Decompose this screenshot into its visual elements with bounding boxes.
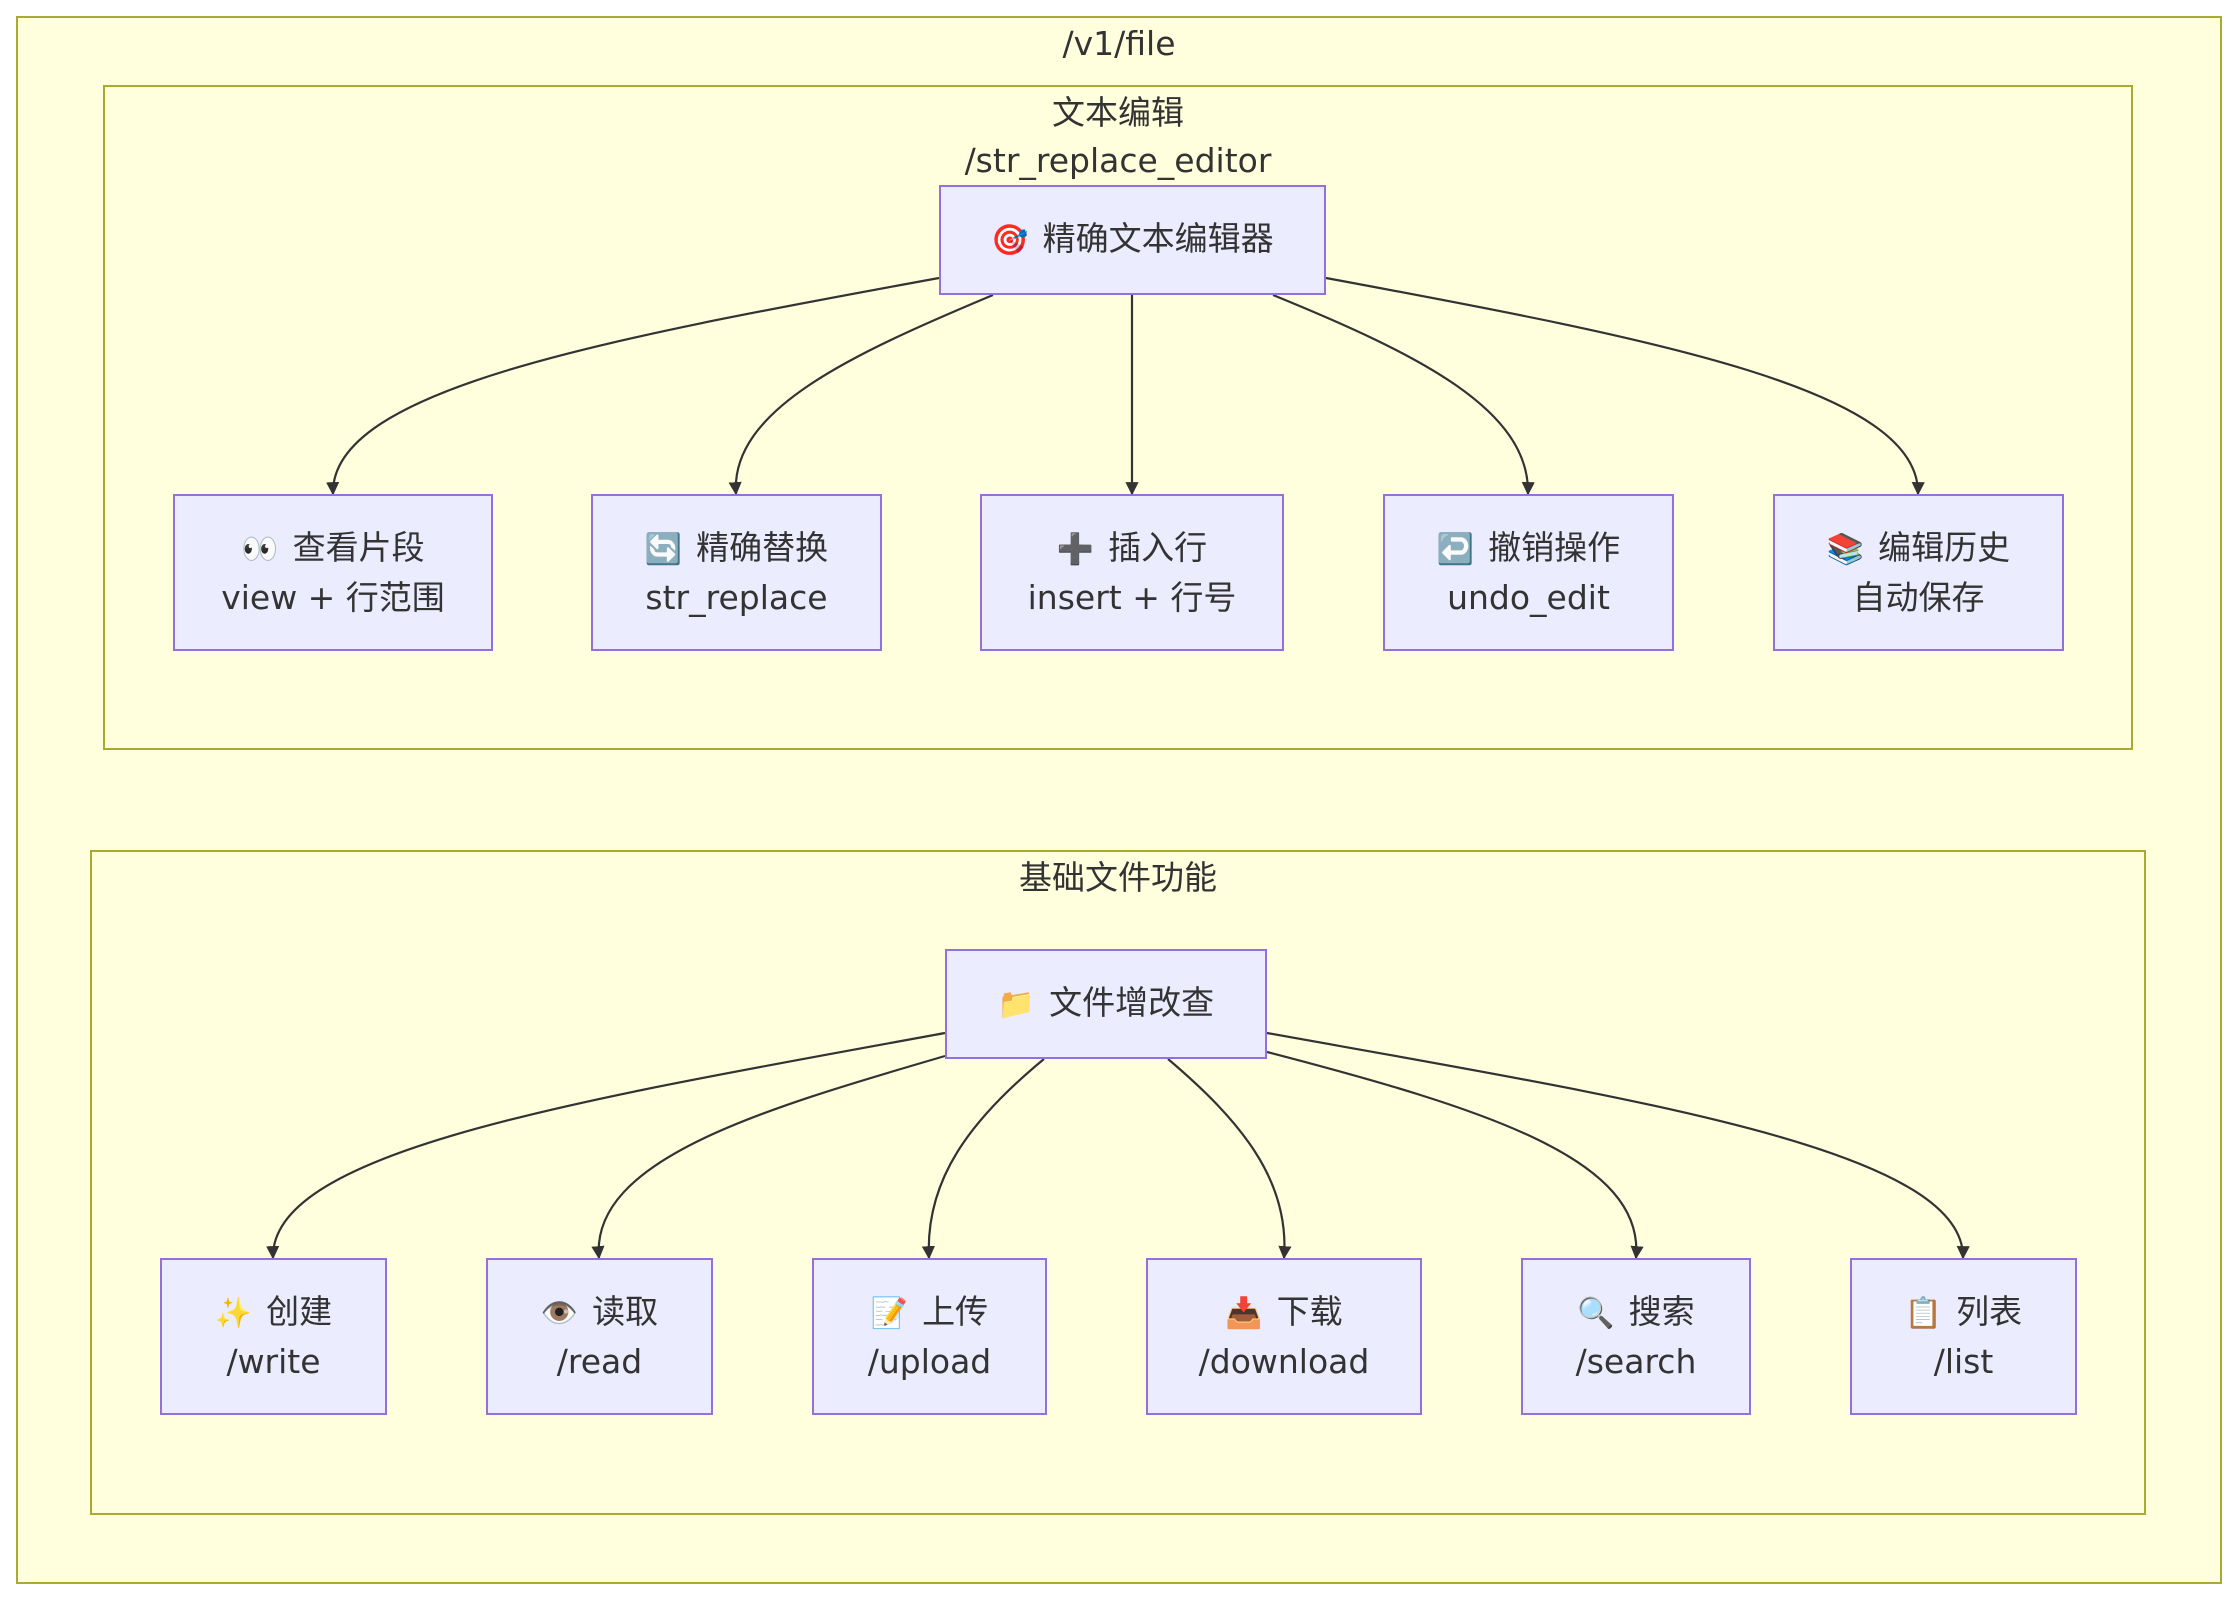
edge-files-to-create (266, 1031, 946, 1260)
node-sublabel: /download (1198, 1341, 1370, 1381)
eye-icon: 👁️ (540, 1295, 579, 1331)
clipboard-icon: 📋 (1904, 1295, 1943, 1331)
node-label: 创建 (266, 1291, 333, 1331)
node-label: 编辑历史 (1878, 527, 2011, 567)
node-label: 精确文本编辑器 (1042, 219, 1274, 258)
node-label: 列表 (1956, 1291, 2023, 1331)
node-sublabel: /search (1575, 1341, 1697, 1381)
magnifier-icon: 🔍 (1577, 1295, 1615, 1331)
cluster-title-v1-file: /v1/file (1062, 24, 1176, 63)
node-str-replace[interactable]: 🔄 精确替换 str_replace (591, 494, 882, 651)
node-label: 查看片段 (292, 527, 425, 567)
node-label: 精确替换 (696, 527, 829, 567)
node-sublabel: str_replace (645, 577, 828, 617)
cluster-subtitle-text-editing: /str_replace_editor (964, 141, 1272, 180)
node-upload[interactable]: 📝 上传 /upload (812, 1258, 1047, 1415)
target-icon: 🎯 (991, 223, 1029, 258)
plus-icon: ➕ (1056, 531, 1095, 567)
node-sublabel: /list (1933, 1341, 1994, 1381)
node-label: 搜索 (1628, 1291, 1695, 1331)
node-sublabel: /upload (867, 1341, 992, 1381)
node-sublabel: /write (226, 1341, 321, 1381)
edge-files-to-upload (921, 1058, 1045, 1260)
cluster-title-basic-file-functions: 基础文件功能 (1019, 858, 1217, 897)
edge-files-to-read (591, 1054, 946, 1260)
edge-files-to-download (1167, 1058, 1292, 1260)
node-list[interactable]: 📋 列表 /list (1850, 1258, 2077, 1415)
node-insert-line[interactable]: ➕ 插入行 insert + 行号 (980, 494, 1284, 651)
sparkles-icon: ✨ (214, 1295, 253, 1331)
node-undo-edit[interactable]: ↩️ 撤销操作 undo_edit (1383, 494, 1674, 651)
node-file-crud[interactable]: 📁 文件增改查 (945, 949, 1267, 1059)
node-sublabel: undo_edit (1447, 577, 1610, 617)
node-label: 上传 (922, 1291, 989, 1331)
edge-files-to-search (1266, 1050, 1644, 1260)
edge-editor-to-undo (1272, 293, 1535, 496)
node-search[interactable]: 🔍 搜索 /search (1521, 1258, 1751, 1415)
node-sublabel: /read (556, 1341, 643, 1381)
edge-editor-to-view (326, 276, 940, 496)
folder-icon: 📁 (997, 987, 1036, 1022)
node-sublabel: insert + 行号 (1027, 577, 1237, 617)
node-label: 下载 (1276, 1291, 1343, 1331)
node-view-snippet[interactable]: 👀 查看片段 view + 行范围 (173, 494, 493, 651)
edge-editor-to-history (1325, 276, 1925, 496)
node-precise-text-editor[interactable]: 🎯 精确文本编辑器 (939, 185, 1326, 295)
edge-files-to-list (1266, 1031, 1970, 1260)
refresh-icon: 🔄 (644, 531, 683, 567)
node-sublabel: view + 行范围 (221, 577, 445, 617)
node-label: 插入行 (1108, 527, 1208, 567)
edge-editor-to-replace (728, 293, 994, 496)
books-icon: 📚 (1826, 531, 1865, 567)
node-label: 撤销操作 (1488, 527, 1621, 567)
node-read[interactable]: 👁️ 读取 /read (486, 1258, 713, 1415)
memo-icon: 📝 (870, 1295, 909, 1331)
node-edit-history[interactable]: 📚 编辑历史 自动保存 (1773, 494, 2064, 651)
node-label: 读取 (592, 1291, 659, 1331)
eyes-icon: 👀 (241, 531, 279, 567)
node-sublabel: 自动保存 (1852, 577, 1985, 617)
node-create[interactable]: ✨ 创建 /write (160, 1258, 387, 1415)
inbox-tray-icon: 📥 (1225, 1295, 1263, 1331)
node-download[interactable]: 📥 下载 /download (1146, 1258, 1422, 1415)
undo-icon: ↩️ (1436, 531, 1475, 567)
cluster-title-text-editing: 文本编辑 (1052, 93, 1184, 132)
node-label: 文件增改查 (1049, 983, 1215, 1022)
